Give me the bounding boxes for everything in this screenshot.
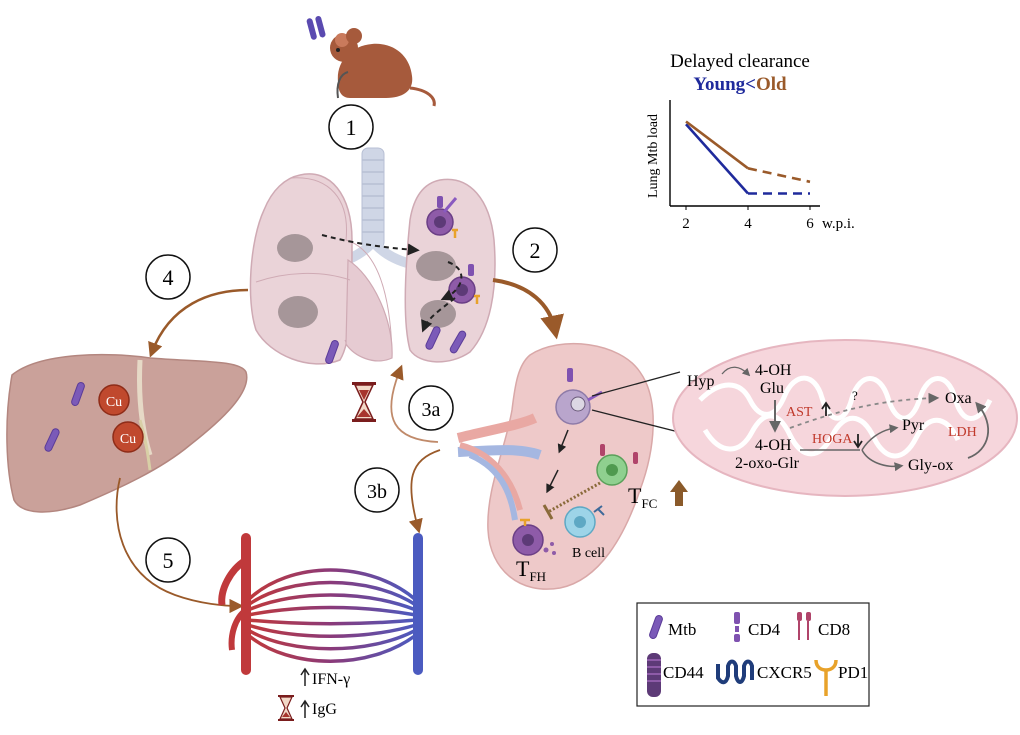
pyr-label: Pyr <box>902 417 925 434</box>
b-cell-label: B cell <box>572 546 605 561</box>
svg-text:PD1: PD1 <box>838 663 868 682</box>
unknown-step: ? <box>852 388 858 403</box>
svg-text:Cu: Cu <box>106 395 122 410</box>
hyp-label: Hyp <box>687 373 715 390</box>
legend-box: Mtb CD4 CD8 CD44 CXCR5 PD1 <box>636 602 870 707</box>
svg-text:CXCR5: CXCR5 <box>757 663 812 682</box>
ifn-label: IFN-γ <box>312 671 350 688</box>
mouse-icon <box>306 15 436 107</box>
legend-mtb: Mtb <box>648 614 696 640</box>
clearance-chart: Delayed clearance Young<Old Lung Mtb loa… <box>646 51 855 232</box>
svg-text:Young<Old: Young<Old <box>693 74 787 95</box>
metabolism-pathway: Hyp 4-OH Glu AST ? Oxa 4-OH 2-oxo-Glr HO… <box>687 362 989 474</box>
legend-young: Young <box>693 74 745 95</box>
igg-label: IgG <box>312 701 337 718</box>
infected-cell <box>555 368 603 425</box>
up-arrow-icon <box>670 480 688 506</box>
lung-tfh-cell <box>426 196 458 238</box>
legend-pd1: PD1 <box>814 659 868 696</box>
legend-old: Old <box>756 74 787 95</box>
svg-text:1: 1 <box>346 115 357 140</box>
svg-text:CD44: CD44 <box>663 663 704 682</box>
blood-vessels <box>218 533 423 675</box>
svg-text:CD4: CD4 <box>748 620 781 639</box>
step-4-badge: 4 <box>145 254 191 300</box>
oh-glu-label: 4-OH <box>755 362 792 379</box>
glyox-label: Gly-ox <box>908 457 953 474</box>
x-tick-label: 2 <box>682 216 690 232</box>
up-arrow-icon <box>300 667 310 686</box>
chart-title: Delayed clearance <box>670 51 810 72</box>
hourglass-icon <box>352 382 376 422</box>
glu-label: Glu <box>760 380 784 397</box>
svg-text:5: 5 <box>163 548 174 573</box>
step-5-badge: 5 <box>145 537 191 583</box>
liver: Cu Cu <box>6 353 248 513</box>
tfc-cell <box>596 444 638 486</box>
ldh-enzyme: LDH <box>948 425 977 440</box>
svg-text:3b: 3b <box>367 481 387 503</box>
step-1-badge: 1 <box>328 104 374 150</box>
step-3b-badge: 3b <box>354 467 400 513</box>
hoga-enzyme: HOGA <box>812 432 853 447</box>
legend-cd8: CD8 <box>797 612 850 640</box>
ast-enzyme: AST <box>786 405 813 420</box>
x-unit-label: w.p.i. <box>822 216 855 232</box>
lymph-node: B cell TFH TFC <box>456 343 688 590</box>
mitochondrion <box>672 339 1018 497</box>
arrow-to-lungs <box>390 364 439 443</box>
tfh-cell <box>512 518 556 556</box>
svg-text:CD8: CD8 <box>818 620 850 639</box>
lungs <box>249 147 496 365</box>
oxo-glr-label: 2-oxo-Glr <box>735 455 800 472</box>
legend-less-than: < <box>745 74 756 95</box>
series-old-segment <box>747 167 811 184</box>
b-cell <box>564 505 605 538</box>
svg-text:2: 2 <box>530 238 541 263</box>
arrow-lung-to-lymph-node <box>492 278 564 340</box>
copper-badge: Cu <box>112 421 144 453</box>
svg-text:Mtb: Mtb <box>668 620 696 639</box>
legend-cxcr5: CXCR5 <box>716 659 812 685</box>
oh-glr-label: 4-OH <box>755 437 792 454</box>
arrow-to-blood <box>408 449 441 534</box>
svg-text:4: 4 <box>163 265 174 290</box>
tfh-label: TFH <box>516 556 546 584</box>
legend-cd4: CD4 <box>734 612 781 642</box>
step-2-badge: 2 <box>512 227 558 273</box>
serum-markers: IFN-γ IgG <box>278 667 350 721</box>
series-old-segment <box>685 120 749 170</box>
step-3a-badge: 3a <box>408 385 454 431</box>
x-tick-label: 4 <box>744 216 752 232</box>
svg-text:3a: 3a <box>422 399 441 421</box>
tfc-label: TFC <box>628 483 657 511</box>
hourglass-icon <box>278 695 294 721</box>
svg-text:Cu: Cu <box>120 432 136 447</box>
arrow-lung-to-liver <box>148 288 249 358</box>
copper-badge: Cu <box>98 384 130 416</box>
legend-cd44: CD44 <box>647 653 704 697</box>
up-arrow-icon <box>300 699 310 718</box>
inhibition-line <box>547 481 601 514</box>
series-young-segment <box>685 123 749 195</box>
oxa-label: Oxa <box>945 390 972 407</box>
x-tick-label: 6 <box>806 216 814 232</box>
y-axis-label: Lung Mtb load <box>646 114 661 198</box>
